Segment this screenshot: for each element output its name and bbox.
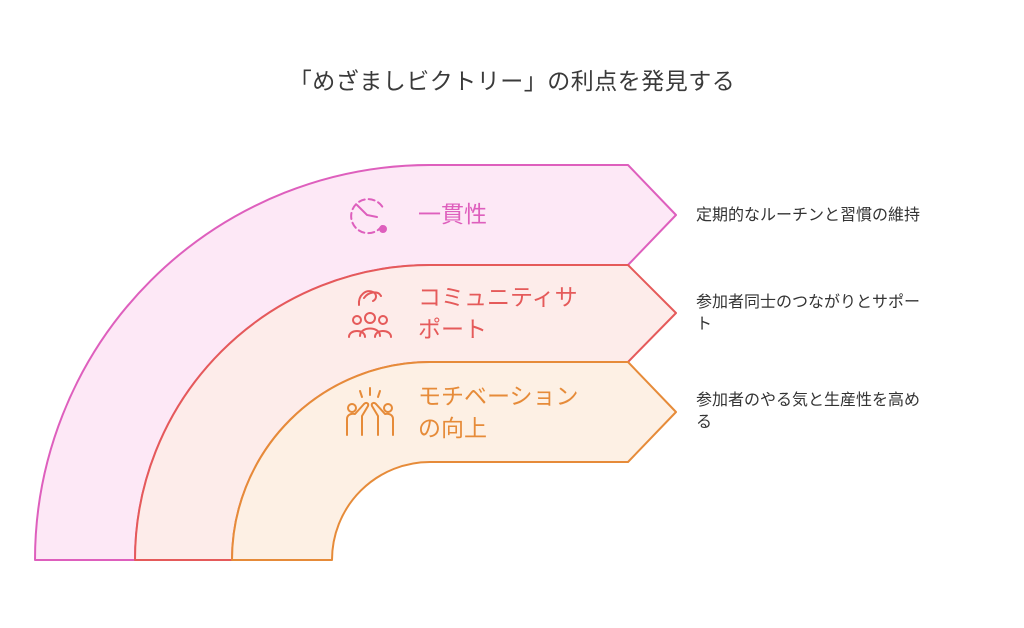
- description-community-support: 参加者同士のつながりとサポー ト: [696, 292, 921, 333]
- description-motivation-boost: 参加者のやる気と生産性を高め る: [696, 390, 921, 431]
- diagram-title: 「めざましビクトリー」の利点を発見する: [288, 69, 736, 95]
- label-community-support: コミュニティサ ポート: [418, 285, 578, 343]
- description-consistency: 定期的なルーチンと習慣の維持: [696, 205, 921, 224]
- band-motivation: [231, 361, 677, 561]
- label-consistency: 一貫性: [418, 202, 487, 228]
- label-motivation-boost: モチベーション の向上: [418, 384, 579, 442]
- clock-icon: [350, 198, 387, 235]
- community-icon: [348, 290, 392, 338]
- high-five-icon: [346, 387, 394, 436]
